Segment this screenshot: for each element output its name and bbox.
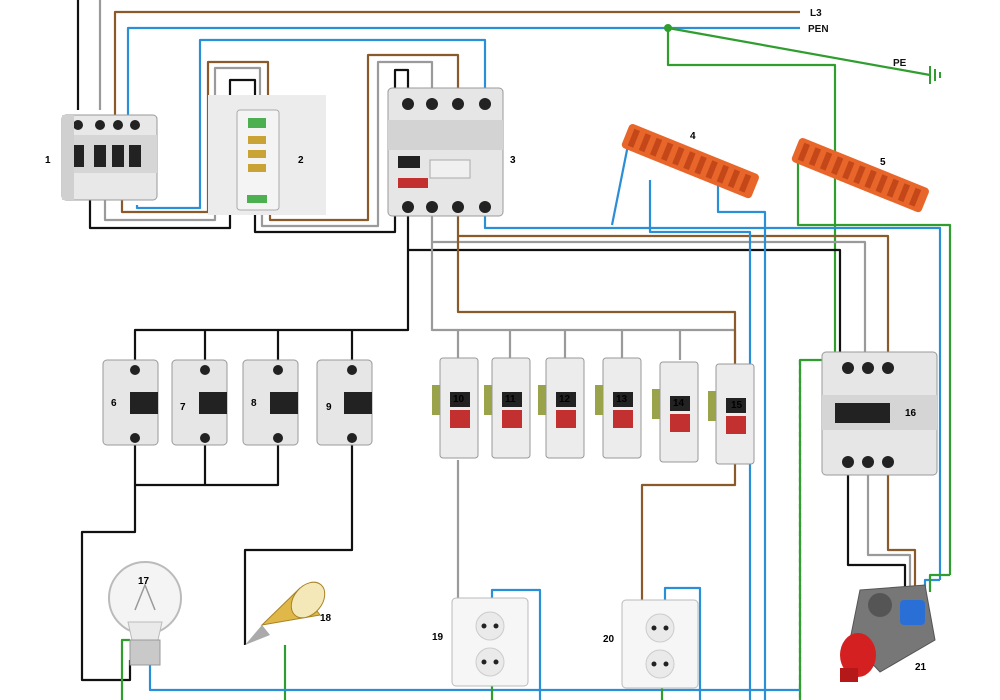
wire-socket-20-phase <box>640 460 737 610</box>
wire-pe-to-ground <box>667 26 931 77</box>
pen-split-node <box>664 24 672 32</box>
terminal-block-4 <box>621 124 759 199</box>
breaker-7 <box>171 359 228 446</box>
label-20: 20 <box>603 634 615 645</box>
ground-symbol-icon <box>929 66 941 84</box>
wire-21-earth <box>928 573 950 592</box>
terminal-block-5 <box>791 138 929 213</box>
wire-rcd-l3-out <box>456 210 737 365</box>
breaker-10 <box>432 357 479 459</box>
line-label-l3: L3 <box>810 8 822 19</box>
rcd-device <box>387 87 504 217</box>
breaker-12 <box>538 357 585 459</box>
three-pole-breaker-16 <box>821 351 938 476</box>
label-7: 7 <box>180 402 186 413</box>
wire-tb4-in <box>610 144 630 226</box>
industrial-socket-icon <box>840 584 936 682</box>
wires <box>76 0 952 700</box>
label-17: 17 <box>138 576 150 587</box>
wire-l2-meter-to-rcd <box>260 60 434 228</box>
halogen-spotlight-icon <box>245 581 326 645</box>
breaker-6 <box>102 359 159 446</box>
breaker-8 <box>242 359 299 446</box>
wire-16-l2-to-21 <box>866 465 912 590</box>
wire-pen-incoming <box>126 26 800 115</box>
label-19: 19 <box>432 632 444 643</box>
wire-rcd-l3-to-16 <box>458 234 890 360</box>
wire-lamp-17-earth <box>120 638 130 700</box>
wire-neutral-to-meter <box>135 38 487 210</box>
wire-l1-bus-6-9 <box>203 330 354 360</box>
wire-socket-19-neutral <box>490 588 542 700</box>
label-16: 16 <box>905 408 917 419</box>
wire-l3-meter-to-rcd <box>268 53 460 222</box>
wire-lamp-17-phase <box>80 485 137 682</box>
wire-lighting-return <box>133 445 280 487</box>
label-1: 1 <box>45 155 51 166</box>
breaker-9 <box>316 359 373 446</box>
wire-16-l3-to-21 <box>886 465 917 590</box>
label-13: 13 <box>616 394 628 405</box>
label-6: 6 <box>111 398 117 409</box>
label-18: 18 <box>320 613 332 624</box>
label-9: 9 <box>326 402 332 413</box>
wire-rcd-l2-to-16 <box>432 240 867 360</box>
wire-16-l1-to-21 <box>846 465 907 590</box>
wire-l2-bus-10-15 <box>456 330 682 360</box>
wire-tb4-out2 <box>716 178 767 700</box>
wire-rcd-neutral-out <box>483 210 942 580</box>
label-12: 12 <box>559 394 571 405</box>
wire-rcd-l1-out <box>133 210 410 360</box>
wire-lamp-18-phase <box>243 445 354 645</box>
wire-21-neutral <box>923 578 940 590</box>
double-socket-icon <box>451 597 529 687</box>
label-15: 15 <box>731 400 743 411</box>
line-label-pe: PE <box>893 58 907 69</box>
breaker-11 <box>484 357 531 459</box>
incandescent-bulb-icon <box>108 561 182 666</box>
label-10: 10 <box>453 394 465 405</box>
main-switch <box>61 114 158 201</box>
meter-relay <box>208 95 326 215</box>
breaker-13 <box>595 357 642 459</box>
label-8: 8 <box>251 398 257 409</box>
wire-tb4-out <box>648 180 752 700</box>
label-21: 21 <box>915 662 927 673</box>
line-label-pen: PEN <box>808 24 829 35</box>
breaker-15 <box>708 363 755 465</box>
breaker-14 <box>652 361 699 463</box>
wire-rcd-l1-to-16 <box>408 248 842 360</box>
label-2: 2 <box>298 155 304 166</box>
label-14: 14 <box>673 398 685 409</box>
wire-tb5-earth <box>796 160 952 575</box>
double-socket-icon <box>621 599 699 689</box>
wire-lamp-neutral <box>148 660 800 692</box>
wire-socket-20-neutral <box>663 586 702 700</box>
label-3: 3 <box>510 155 516 166</box>
label-11: 11 <box>505 394 516 405</box>
label-5: 5 <box>880 157 886 168</box>
wire-l3-incoming <box>113 10 800 115</box>
label-4: 4 <box>690 131 696 142</box>
